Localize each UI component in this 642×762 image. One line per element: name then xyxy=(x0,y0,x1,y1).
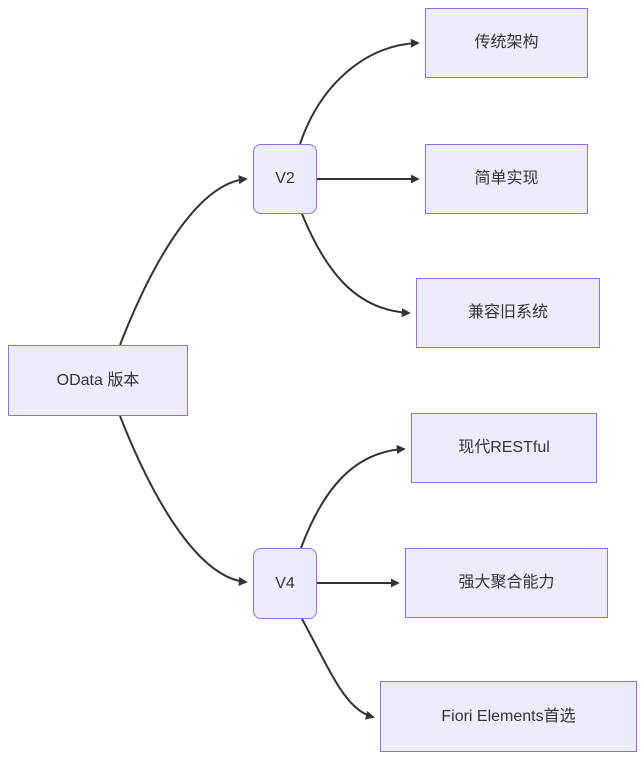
node-v2: V2 xyxy=(253,144,317,214)
edge-v4-fiori xyxy=(301,618,375,720)
node-simple-implementation: 简单实现 xyxy=(425,144,588,214)
node-simple-implementation-label: 简单实现 xyxy=(474,170,539,188)
node-fiori-elements-preferred: Fiori Elements首选 xyxy=(380,681,637,752)
node-traditional-architecture-label: 传统架构 xyxy=(474,34,539,52)
edge-v2-compat xyxy=(301,213,411,318)
edge-v4-modern xyxy=(300,444,406,549)
node-odata-version-label: OData 版本 xyxy=(56,371,140,389)
edge-root-v4 xyxy=(119,415,248,586)
node-modern-restful-label: 现代RESTful xyxy=(458,439,550,457)
edge-root-v2 xyxy=(119,175,248,346)
node-legacy-compatibility: 兼容旧系统 xyxy=(416,278,600,348)
node-aggregation-power: 强大聚合能力 xyxy=(405,548,608,618)
node-odata-version: OData 版本 xyxy=(8,345,188,416)
node-traditional-architecture: 传统架构 xyxy=(425,8,588,78)
node-v4: V4 xyxy=(253,548,317,619)
node-fiori-elements-preferred-label: Fiori Elements首选 xyxy=(441,707,576,725)
node-modern-restful: 现代RESTful xyxy=(411,413,597,483)
node-v4-label: V4 xyxy=(275,574,295,592)
node-aggregation-power-label: 强大聚合能力 xyxy=(458,574,555,592)
node-legacy-compatibility-label: 兼容旧系统 xyxy=(467,304,548,322)
node-v2-label: V2 xyxy=(275,170,295,188)
edge-v2-trad xyxy=(299,38,420,145)
